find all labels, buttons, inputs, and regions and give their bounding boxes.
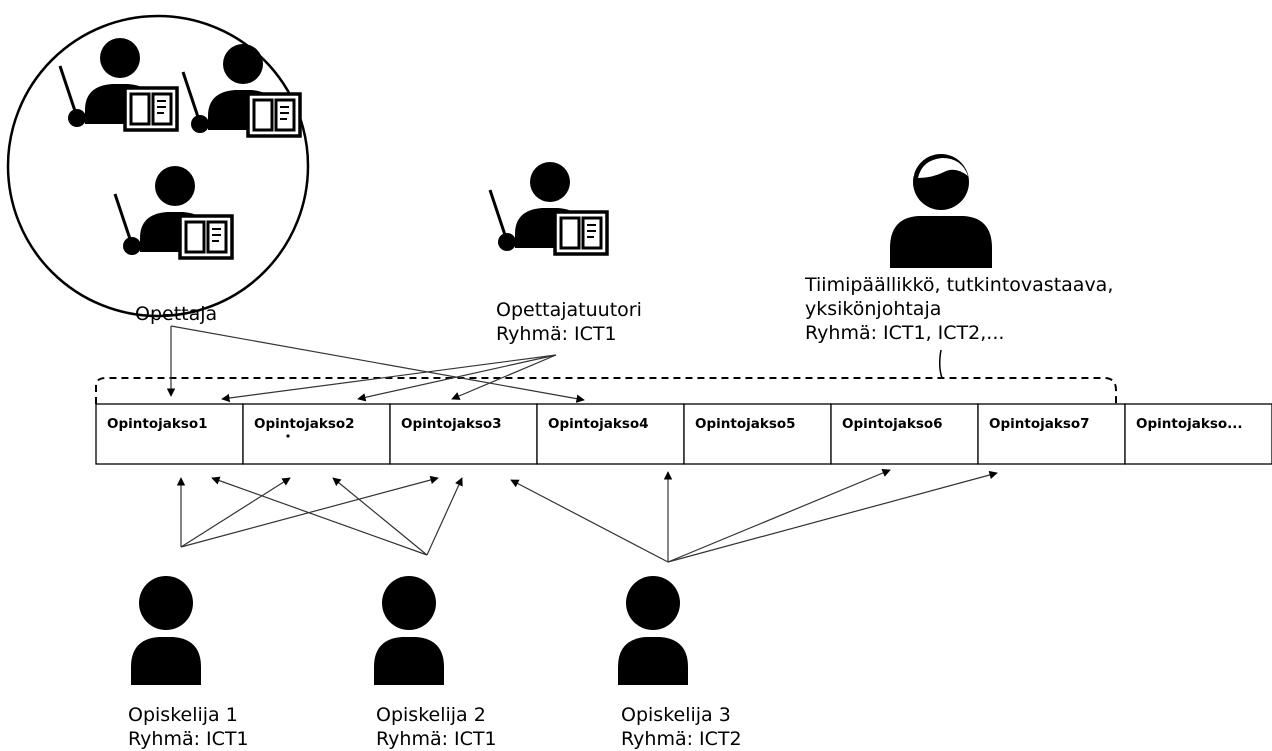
arrow-student3-course6 <box>667 469 891 563</box>
teacher-label: Opettaja <box>135 303 218 325</box>
arrow-student2-course1 <box>211 476 428 556</box>
student1-name: Opiskelija 1 <box>128 704 238 726</box>
course-cell-border <box>536 403 685 465</box>
course-cell-border <box>683 403 832 465</box>
student3-name: Opiskelija 3 <box>621 704 731 726</box>
course-cell: Opintojakso... <box>1124 403 1272 465</box>
student3-group: Ryhmä: ICT2 <box>621 728 742 750</box>
course-cell-border <box>242 403 391 465</box>
student2-label: Opiskelija 2 Ryhmä: ICT1 <box>376 703 497 751</box>
arrow-student2-course2 <box>332 477 428 556</box>
student2-person-icon <box>374 576 444 685</box>
course-cell-border <box>977 403 1126 465</box>
student2-group: Ryhmä: ICT1 <box>376 728 497 750</box>
course-cell: Opintojakso7 <box>977 403 1126 465</box>
tutor-group: Ryhmä: ICT1 <box>496 323 617 345</box>
teacher-group <box>6 14 310 318</box>
course-cell: Opintojakso5 <box>683 403 832 465</box>
student1-person-icon <box>131 576 201 685</box>
course-cell: Opintojakso2 <box>242 403 391 465</box>
teacher-icon <box>181 42 302 138</box>
course-cell: Opintojakso3 <box>389 403 538 465</box>
course-cell: Opintojakso4 <box>536 403 685 465</box>
course-cell-border <box>95 403 244 465</box>
manager-group: Ryhmä: ICT1, ICT2,... <box>805 322 1005 344</box>
arrow-tutor-course2 <box>357 354 557 402</box>
teacher-group-circle <box>6 14 310 318</box>
course-label: Opintojakso5 <box>695 416 796 432</box>
course-label: Opintojakso6 <box>842 416 943 432</box>
course-row: Opintojakso1 Opintojakso2 Opintojakso3 Opin… <box>95 403 1272 465</box>
course-cell-border <box>1124 403 1272 465</box>
course-label: Opintojakso1 <box>107 416 208 432</box>
arrow-student3-course3 <box>510 479 669 563</box>
course-label: Opintojakso2 <box>254 416 355 432</box>
teacher-icon <box>113 164 234 260</box>
course-label: Opintojakso7 <box>989 416 1090 432</box>
arrow-tutor-course3 <box>451 354 557 400</box>
course-cell: Opintojakso1 <box>95 403 244 465</box>
manager-person-icon <box>890 148 992 268</box>
course-cell-border <box>830 403 979 465</box>
student3-person-icon <box>618 576 688 685</box>
teacher-icon <box>58 36 179 132</box>
student3-label: Opiskelija 3 Ryhmä: ICT2 <box>621 703 742 751</box>
manager-scope-bracket <box>95 377 1117 404</box>
course-label: Opintojakso... <box>1136 416 1243 432</box>
stray-dot <box>286 434 290 438</box>
manager-roles-line1: Tiimipäällikkö, tutkintovastaava, <box>805 274 1114 296</box>
tutor-label: Opettajatuutori Ryhmä: ICT1 <box>496 298 642 346</box>
manager-bracket-tick <box>938 349 943 379</box>
student1-label: Opiskelija 1 Ryhmä: ICT1 <box>128 703 249 751</box>
course-label: Opintojakso3 <box>401 416 502 432</box>
course-label: Opintojakso4 <box>548 416 649 432</box>
arrow-tutor-course1 <box>221 354 557 403</box>
connectors <box>166 325 998 563</box>
manager-roles-line2: yksikönjohtaja <box>805 298 942 320</box>
course-cell-border <box>389 403 538 465</box>
arrow-student1-course2 <box>180 477 291 548</box>
arrow-student3-course7 <box>667 470 998 563</box>
course-cell: Opintojakso6 <box>830 403 979 465</box>
student1-group: Ryhmä: ICT1 <box>128 728 249 750</box>
tutor-name: Opettajatuutori <box>496 299 642 321</box>
arrow-student2-course3 <box>426 477 463 556</box>
tutor-teacher-icon <box>488 160 609 256</box>
student2-name: Opiskelija 2 <box>376 704 486 726</box>
arrow-teacher-course4 <box>170 325 585 403</box>
manager-label: Tiimipäällikkö, tutkintovastaava, yksikö… <box>805 273 1113 345</box>
